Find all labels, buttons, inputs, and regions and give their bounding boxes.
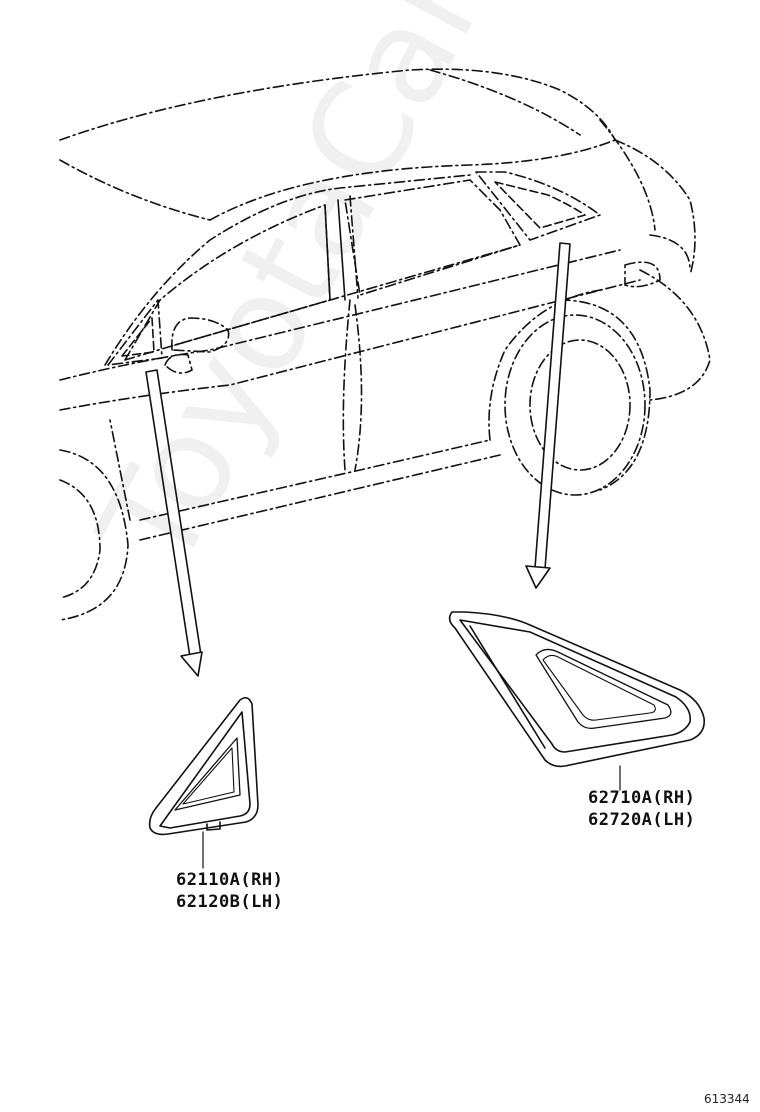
car-rear-wheel xyxy=(504,299,651,496)
front-quarter-glass-part xyxy=(148,696,259,869)
diagram-reference-number: 613344 xyxy=(704,1092,750,1106)
car-front-wheel xyxy=(59,449,129,621)
part-number-rear-rh: 62710A(RH) xyxy=(588,788,696,808)
car-side-mirror xyxy=(164,317,230,374)
part-number-front-lh: 62120B(LH) xyxy=(176,892,284,912)
part-number-rear-lh: 62720A(LH) xyxy=(588,810,696,830)
front-glass-arrow xyxy=(145,369,203,677)
car-side-windows xyxy=(104,174,521,366)
car-front-quarter-glass xyxy=(107,299,163,366)
car-roof-outline xyxy=(59,68,616,221)
rear-quarter-glass-part xyxy=(448,611,706,791)
car-body-side xyxy=(59,249,641,541)
car-rear-quarter-glass xyxy=(475,171,601,241)
rear-glass-arrow xyxy=(525,242,571,589)
car-rear-end xyxy=(599,119,711,401)
part-number-front-rh: 62110A(RH) xyxy=(176,870,284,890)
